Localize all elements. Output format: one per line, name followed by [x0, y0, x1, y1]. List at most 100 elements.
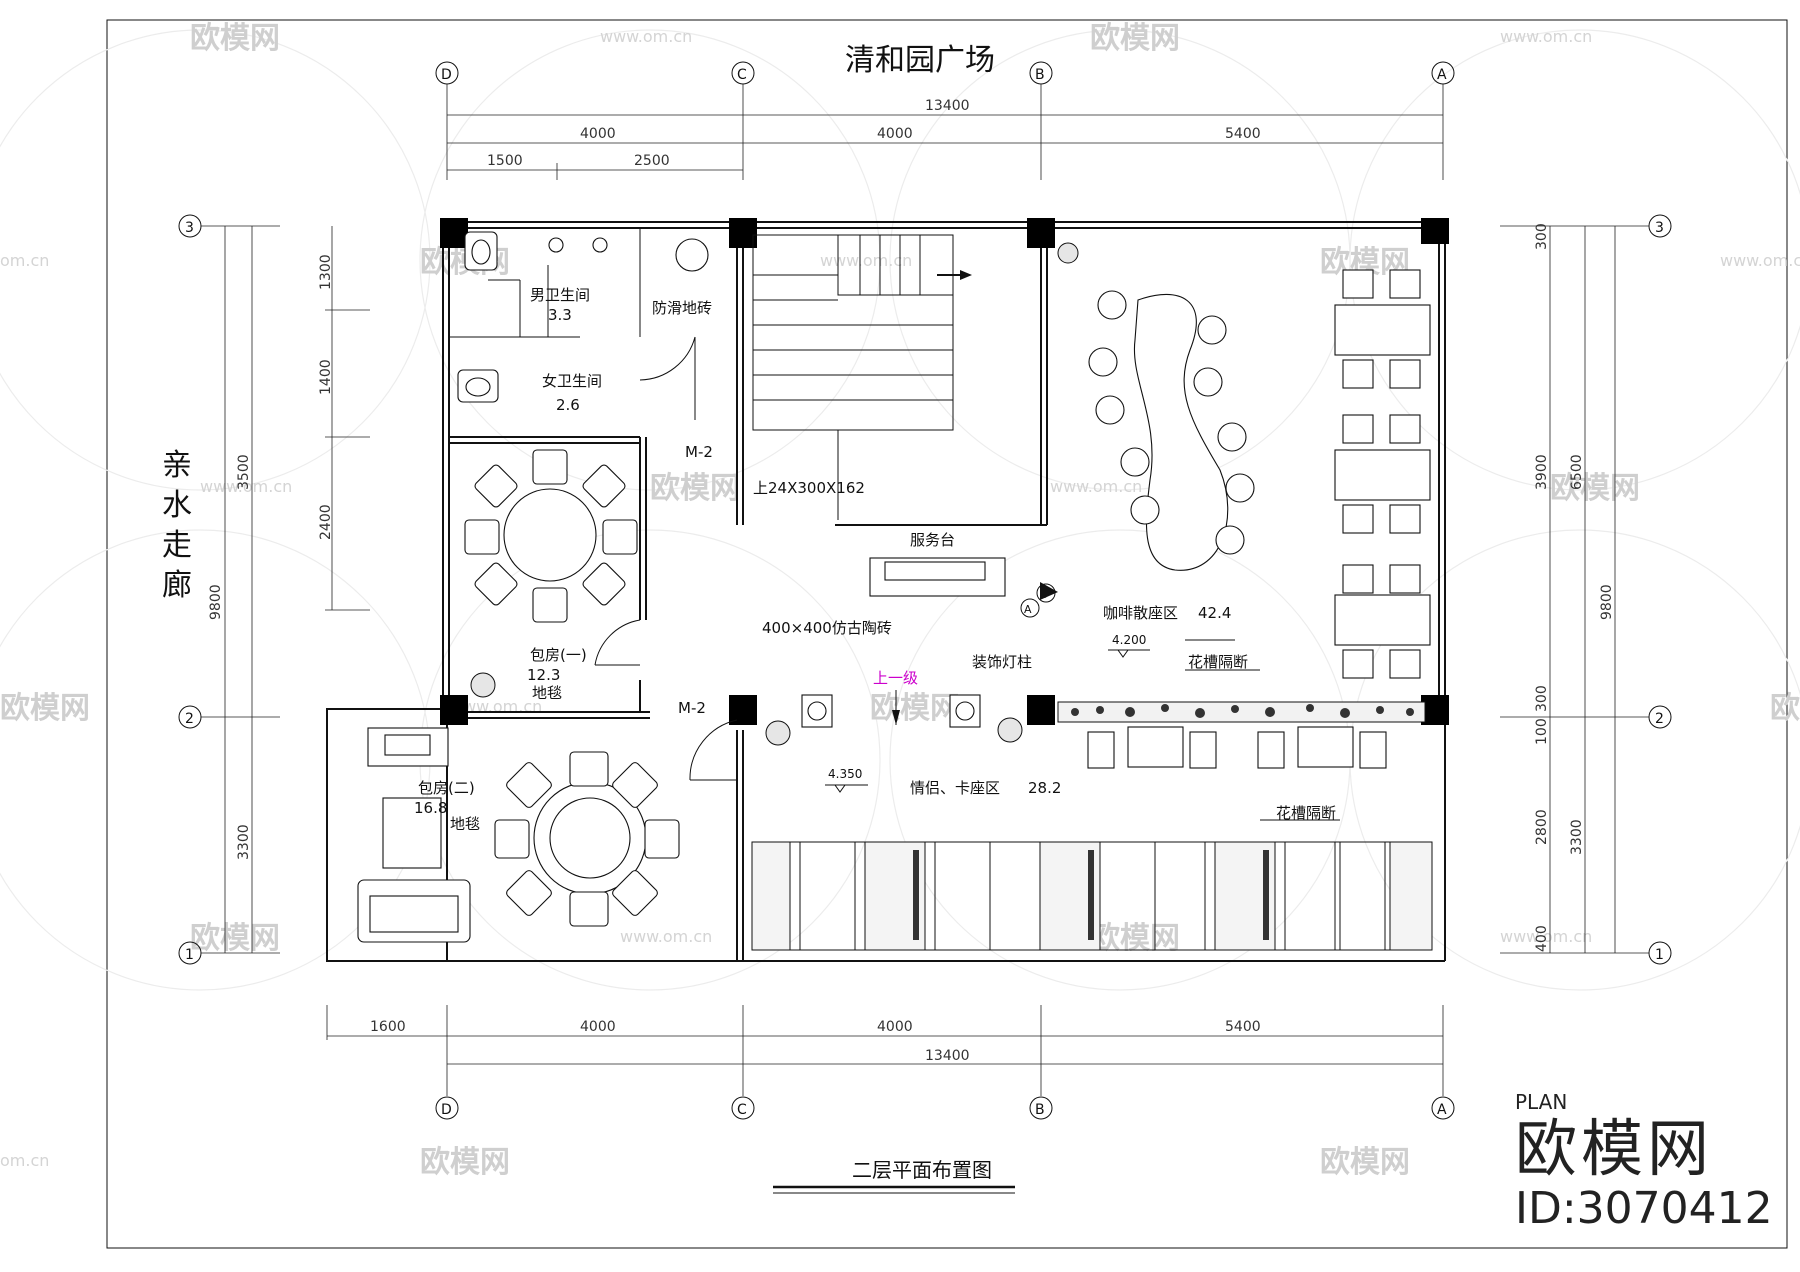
model-id: ID:3070412 [1515, 1183, 1773, 1234]
level-mark-value: 4.350 [828, 767, 862, 781]
staircase [752, 234, 972, 520]
dim-text: 13400 [925, 98, 970, 114]
room-labels: 男卫生间 3.3 防滑地砖 女卫生间 2.6 M-2 M-2 上24X300X1… [414, 286, 1336, 833]
watermark-url: www.om.cn [1050, 477, 1142, 496]
axis-label: 3 [1655, 220, 1664, 236]
dim-text: 2800 [1534, 809, 1550, 845]
level-marks [825, 639, 1340, 821]
column [440, 695, 468, 725]
top-axes: D C B A 13400 4000 4000 5400 1500 2500 [435, 61, 1455, 180]
dim-text: 3500 [236, 454, 252, 490]
column [1421, 218, 1449, 244]
couple-booths [1087, 726, 1387, 769]
dim-text: 13400 [925, 1048, 970, 1064]
axis-label: 1 [185, 947, 194, 963]
axis-label: A [1437, 1102, 1447, 1118]
watermark-logo: 欧模网 [1090, 921, 1180, 956]
watermark-logo: 欧模网 [1090, 21, 1180, 56]
dim-text: 6500 [1569, 454, 1585, 490]
decor-lamps [470, 242, 1079, 746]
column [729, 695, 757, 725]
bottom-axes: 1600 4000 4000 5400 13400 D C B A [326, 1005, 1455, 1120]
drawing-frame [106, 19, 1788, 1249]
men-restroom-area: 3.3 [548, 306, 572, 324]
axis-label: C [737, 1102, 747, 1118]
watermark-logo: 欧模网 [0, 691, 90, 726]
room1-area: 12.3 [527, 666, 560, 684]
dim-text: 3300 [1569, 819, 1585, 855]
door-tag: M-2 [685, 443, 713, 461]
watermark-url: www.om.cn [200, 477, 292, 496]
dim-text: 4000 [580, 126, 616, 142]
dim-text: 9800 [208, 584, 224, 620]
column [1027, 218, 1055, 248]
dim-text: 3900 [1534, 454, 1550, 490]
watermark-logo: 欧模网 [1550, 471, 1640, 506]
watermark-logo: 欧模网 [420, 1145, 510, 1180]
side-title-char: 亲 [162, 448, 192, 483]
watermark-url: om.cn [0, 1151, 49, 1170]
women-restroom-area: 2.6 [556, 396, 580, 414]
women-restroom-label: 女卫生间 [542, 372, 602, 390]
dim-text: 5400 [1225, 126, 1261, 142]
plaza-title: 清和园广场 [845, 43, 995, 78]
men-restroom-label: 男卫生间 [530, 286, 590, 304]
side-title-char: 走 [162, 528, 192, 563]
dim-text: 4000 [580, 1019, 616, 1035]
couple-area-value: 28.2 [1028, 779, 1061, 797]
room1-floor: 地毯 [532, 684, 562, 702]
dim-text: 2500 [634, 153, 670, 169]
column [1027, 695, 1055, 725]
dim-text: 1400 [318, 359, 334, 395]
door-tag: M-2 [678, 699, 706, 717]
couple-area-label: 情侣、卡座区 [910, 779, 1000, 797]
axis-label: B [1035, 67, 1045, 83]
room2-floor: 地毯 [450, 815, 480, 833]
dim-text: 300 [1534, 223, 1550, 250]
dim-text: 4000 [877, 126, 913, 142]
brand-block: PLAN 欧模网 ID:3070412 [1515, 1090, 1773, 1234]
stair-note: 上24X300X162 [753, 479, 865, 497]
structural-columns [440, 218, 1449, 725]
room2-label: 包房(二) [418, 779, 475, 797]
watermark-logo: 欧模网 [190, 921, 280, 956]
dim-text: 300 [1534, 685, 1550, 712]
dim-text: 100 [1534, 718, 1550, 745]
watermark-logo: 欧模网 [1770, 691, 1800, 726]
tile-spec-label: 400×400仿古陶砖 [762, 619, 892, 637]
axis-label: D [441, 1102, 452, 1118]
cafe-area-label: 咖啡散座区 [1103, 604, 1178, 622]
axis-label: 3 [185, 220, 194, 236]
dim-text: 4000 [877, 1019, 913, 1035]
dim-text: 1600 [370, 1019, 406, 1035]
watermark-logo: 欧模网 [870, 691, 960, 726]
watermark-logo: 欧模网 [650, 471, 740, 506]
planter-strip [1057, 701, 1426, 723]
service-counter [869, 557, 1006, 597]
brand-logo: 欧模网 [1515, 1112, 1714, 1185]
watermark-url: www.om.cn [1500, 927, 1592, 946]
dim-text: 400 [1534, 925, 1550, 952]
watermark-logo: 欧模网 [1320, 1145, 1410, 1180]
watermark-logo: 欧模网 [190, 21, 280, 56]
private-room-2-furniture [357, 719, 738, 943]
room2-area: 16.8 [414, 799, 447, 817]
watermark-url: www.om.cn [600, 27, 692, 46]
drawing-title: 二层平面布置图 [852, 1158, 992, 1182]
section-mark: A B [1020, 582, 1058, 618]
right-axes: 3 2 1 300 3900 300 100 2800 400 6500 330… [1500, 214, 1672, 965]
cafe-seating [1088, 269, 1431, 679]
service-counter-label: 服务台 [910, 531, 955, 549]
axis-label: C [737, 67, 747, 83]
column [1421, 695, 1449, 725]
axis-label: D [441, 67, 452, 83]
cafe-area-value: 42.4 [1198, 604, 1231, 622]
column [729, 218, 757, 248]
section-label: A [1024, 603, 1032, 616]
step-up-note: 上一级 [873, 669, 918, 687]
axis-label: A [1437, 67, 1447, 83]
watermark-url: www.om.cn [820, 251, 912, 270]
walls [326, 221, 1446, 962]
watermark-url: www.om.cn [1500, 27, 1592, 46]
